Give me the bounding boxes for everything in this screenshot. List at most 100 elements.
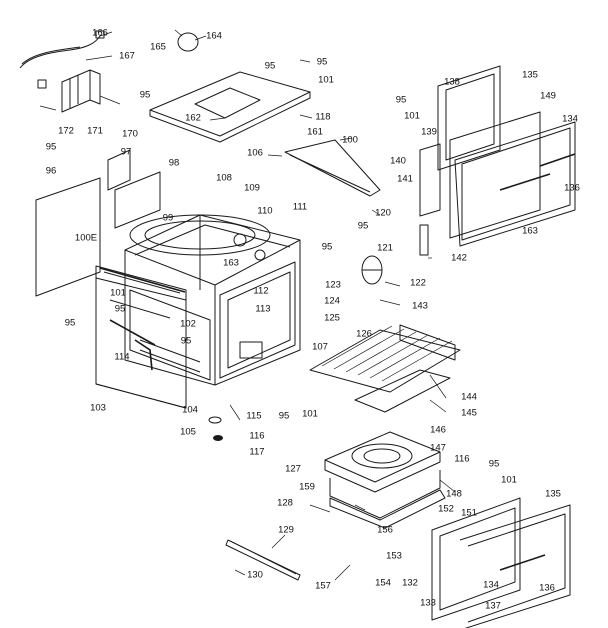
callout-123: 123 <box>325 279 341 291</box>
callout-95: 95 <box>278 410 290 422</box>
callout-132: 132 <box>402 577 418 589</box>
callout-136: 136 <box>564 182 580 194</box>
callout-127: 127 <box>285 463 301 475</box>
kick-strip <box>225 539 301 581</box>
callout-138: 138 <box>444 76 460 88</box>
callout-129: 129 <box>278 524 294 536</box>
callout-163: 163 <box>522 225 538 237</box>
callout-95: 95 <box>321 241 333 253</box>
callout-135: 135 <box>545 488 561 500</box>
callout-164: 164 <box>206 30 222 42</box>
leader-lines <box>85 31 456 581</box>
callout-102: 102 <box>180 318 196 330</box>
callout-172: 172 <box>58 125 74 137</box>
callout-99: 99 <box>162 212 174 224</box>
callout-98: 98 <box>168 157 180 169</box>
callout-95: 95 <box>488 458 500 470</box>
oven-body <box>124 214 301 386</box>
callout-95: 95 <box>180 335 192 347</box>
callout-130: 130 <box>247 569 263 581</box>
callout-145: 145 <box>461 407 477 419</box>
callout-103: 103 <box>90 402 106 414</box>
upper-door-assembly <box>419 65 576 247</box>
callout-167: 167 <box>119 50 135 62</box>
callout-157: 157 <box>315 580 331 592</box>
callout-95: 95 <box>264 60 276 72</box>
callout-101: 101 <box>110 287 126 299</box>
callout-161: 161 <box>307 126 323 138</box>
callout-95: 95 <box>114 303 126 315</box>
callout-125: 125 <box>324 312 340 324</box>
callout-113: 113 <box>255 303 271 315</box>
callout-147: 147 <box>430 442 446 454</box>
callout-171: 171 <box>87 125 103 137</box>
callout-134: 134 <box>562 113 578 125</box>
callout-135: 135 <box>522 69 538 81</box>
callout-101: 101 <box>404 110 420 122</box>
callout-95: 95 <box>64 317 76 329</box>
callout-163: 163 <box>223 257 239 269</box>
callout-154: 154 <box>375 577 391 589</box>
callout-122: 122 <box>410 277 426 289</box>
callout-159: 159 <box>299 481 315 493</box>
callout-116: 116 <box>454 453 470 465</box>
lamp-cover <box>174 29 199 52</box>
callout-165: 165 <box>150 41 166 53</box>
callout-166: 166 <box>92 27 108 39</box>
callout-137: 137 <box>485 600 501 612</box>
callout-110: 110 <box>257 205 273 217</box>
callout-124: 124 <box>324 295 340 307</box>
callout-101: 101 <box>501 474 517 486</box>
hardware-bottom <box>208 404 241 441</box>
callout-140: 140 <box>390 155 406 167</box>
callout-136: 136 <box>539 582 555 594</box>
callout-95: 95 <box>357 220 369 232</box>
callout-109: 109 <box>244 182 260 194</box>
callout-162: 162 <box>185 112 201 124</box>
callout-96: 96 <box>45 165 57 177</box>
callout-106: 106 <box>247 147 263 159</box>
callout-170: 170 <box>122 128 138 140</box>
callout-149: 149 <box>540 90 556 102</box>
side-trim-100 <box>284 139 381 197</box>
callout-139: 139 <box>421 126 437 138</box>
callout-111: 111 <box>292 201 308 213</box>
callout-100: 100 <box>342 134 358 146</box>
callout-153: 153 <box>386 550 402 562</box>
callout-101: 101 <box>318 74 334 86</box>
callout-126: 126 <box>356 328 372 340</box>
callout-95: 95 <box>316 56 328 68</box>
callout-114: 114 <box>114 351 130 363</box>
callout-121: 121 <box>377 242 393 254</box>
callout-115: 115 <box>246 410 262 422</box>
callout-134: 134 <box>483 579 499 591</box>
callout-101: 101 <box>302 408 318 420</box>
callout-95: 95 <box>45 141 57 153</box>
terminal-block <box>37 69 121 113</box>
oven-rack <box>309 324 461 413</box>
callout-117: 117 <box>249 446 265 458</box>
callout-156: 156 <box>377 524 393 536</box>
callout-144: 144 <box>461 391 477 403</box>
callout-142: 142 <box>451 252 467 264</box>
oven-door-panel <box>95 277 187 409</box>
callout-118: 118 <box>315 111 331 123</box>
callout-97: 97 <box>120 146 132 158</box>
callout-146: 146 <box>430 424 446 436</box>
callout-105: 105 <box>180 426 196 438</box>
callout-95: 95 <box>139 89 151 101</box>
callout-128: 128 <box>277 497 293 509</box>
callout-152: 152 <box>438 503 454 515</box>
callout-100e: 100E <box>74 232 98 244</box>
callout-108: 108 <box>216 172 232 184</box>
callout-116: 116 <box>249 430 265 442</box>
callout-141: 141 <box>397 173 413 185</box>
top-panel <box>149 71 311 143</box>
callout-120: 120 <box>375 207 391 219</box>
callout-133: 133 <box>420 597 436 609</box>
drawer-front-assembly <box>431 497 571 628</box>
callout-151: 151 <box>461 507 477 519</box>
callout-95: 95 <box>395 94 407 106</box>
